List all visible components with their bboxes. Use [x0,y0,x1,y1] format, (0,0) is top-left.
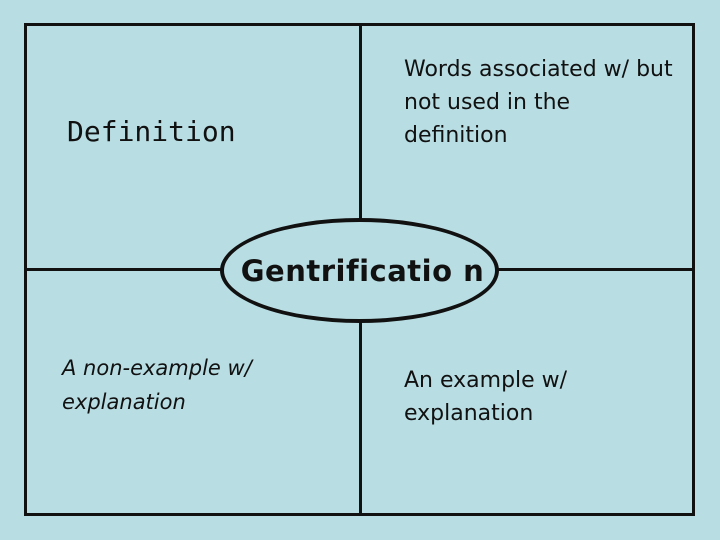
example-label: An example w/ explanation [404,368,568,426]
center-oval [220,218,499,323]
non-example-label: A non-example w/ explanation [62,356,252,414]
vertical-divider-bottom [359,322,362,516]
definition-label: Definition [67,115,236,148]
center-term: Gentrificatio n [240,254,485,288]
horizontal-divider-left [24,268,222,271]
associated-words-label: Words associated w/ but not used in the … [404,57,673,148]
vertical-divider-top [359,23,362,223]
horizontal-divider-right [497,268,695,271]
